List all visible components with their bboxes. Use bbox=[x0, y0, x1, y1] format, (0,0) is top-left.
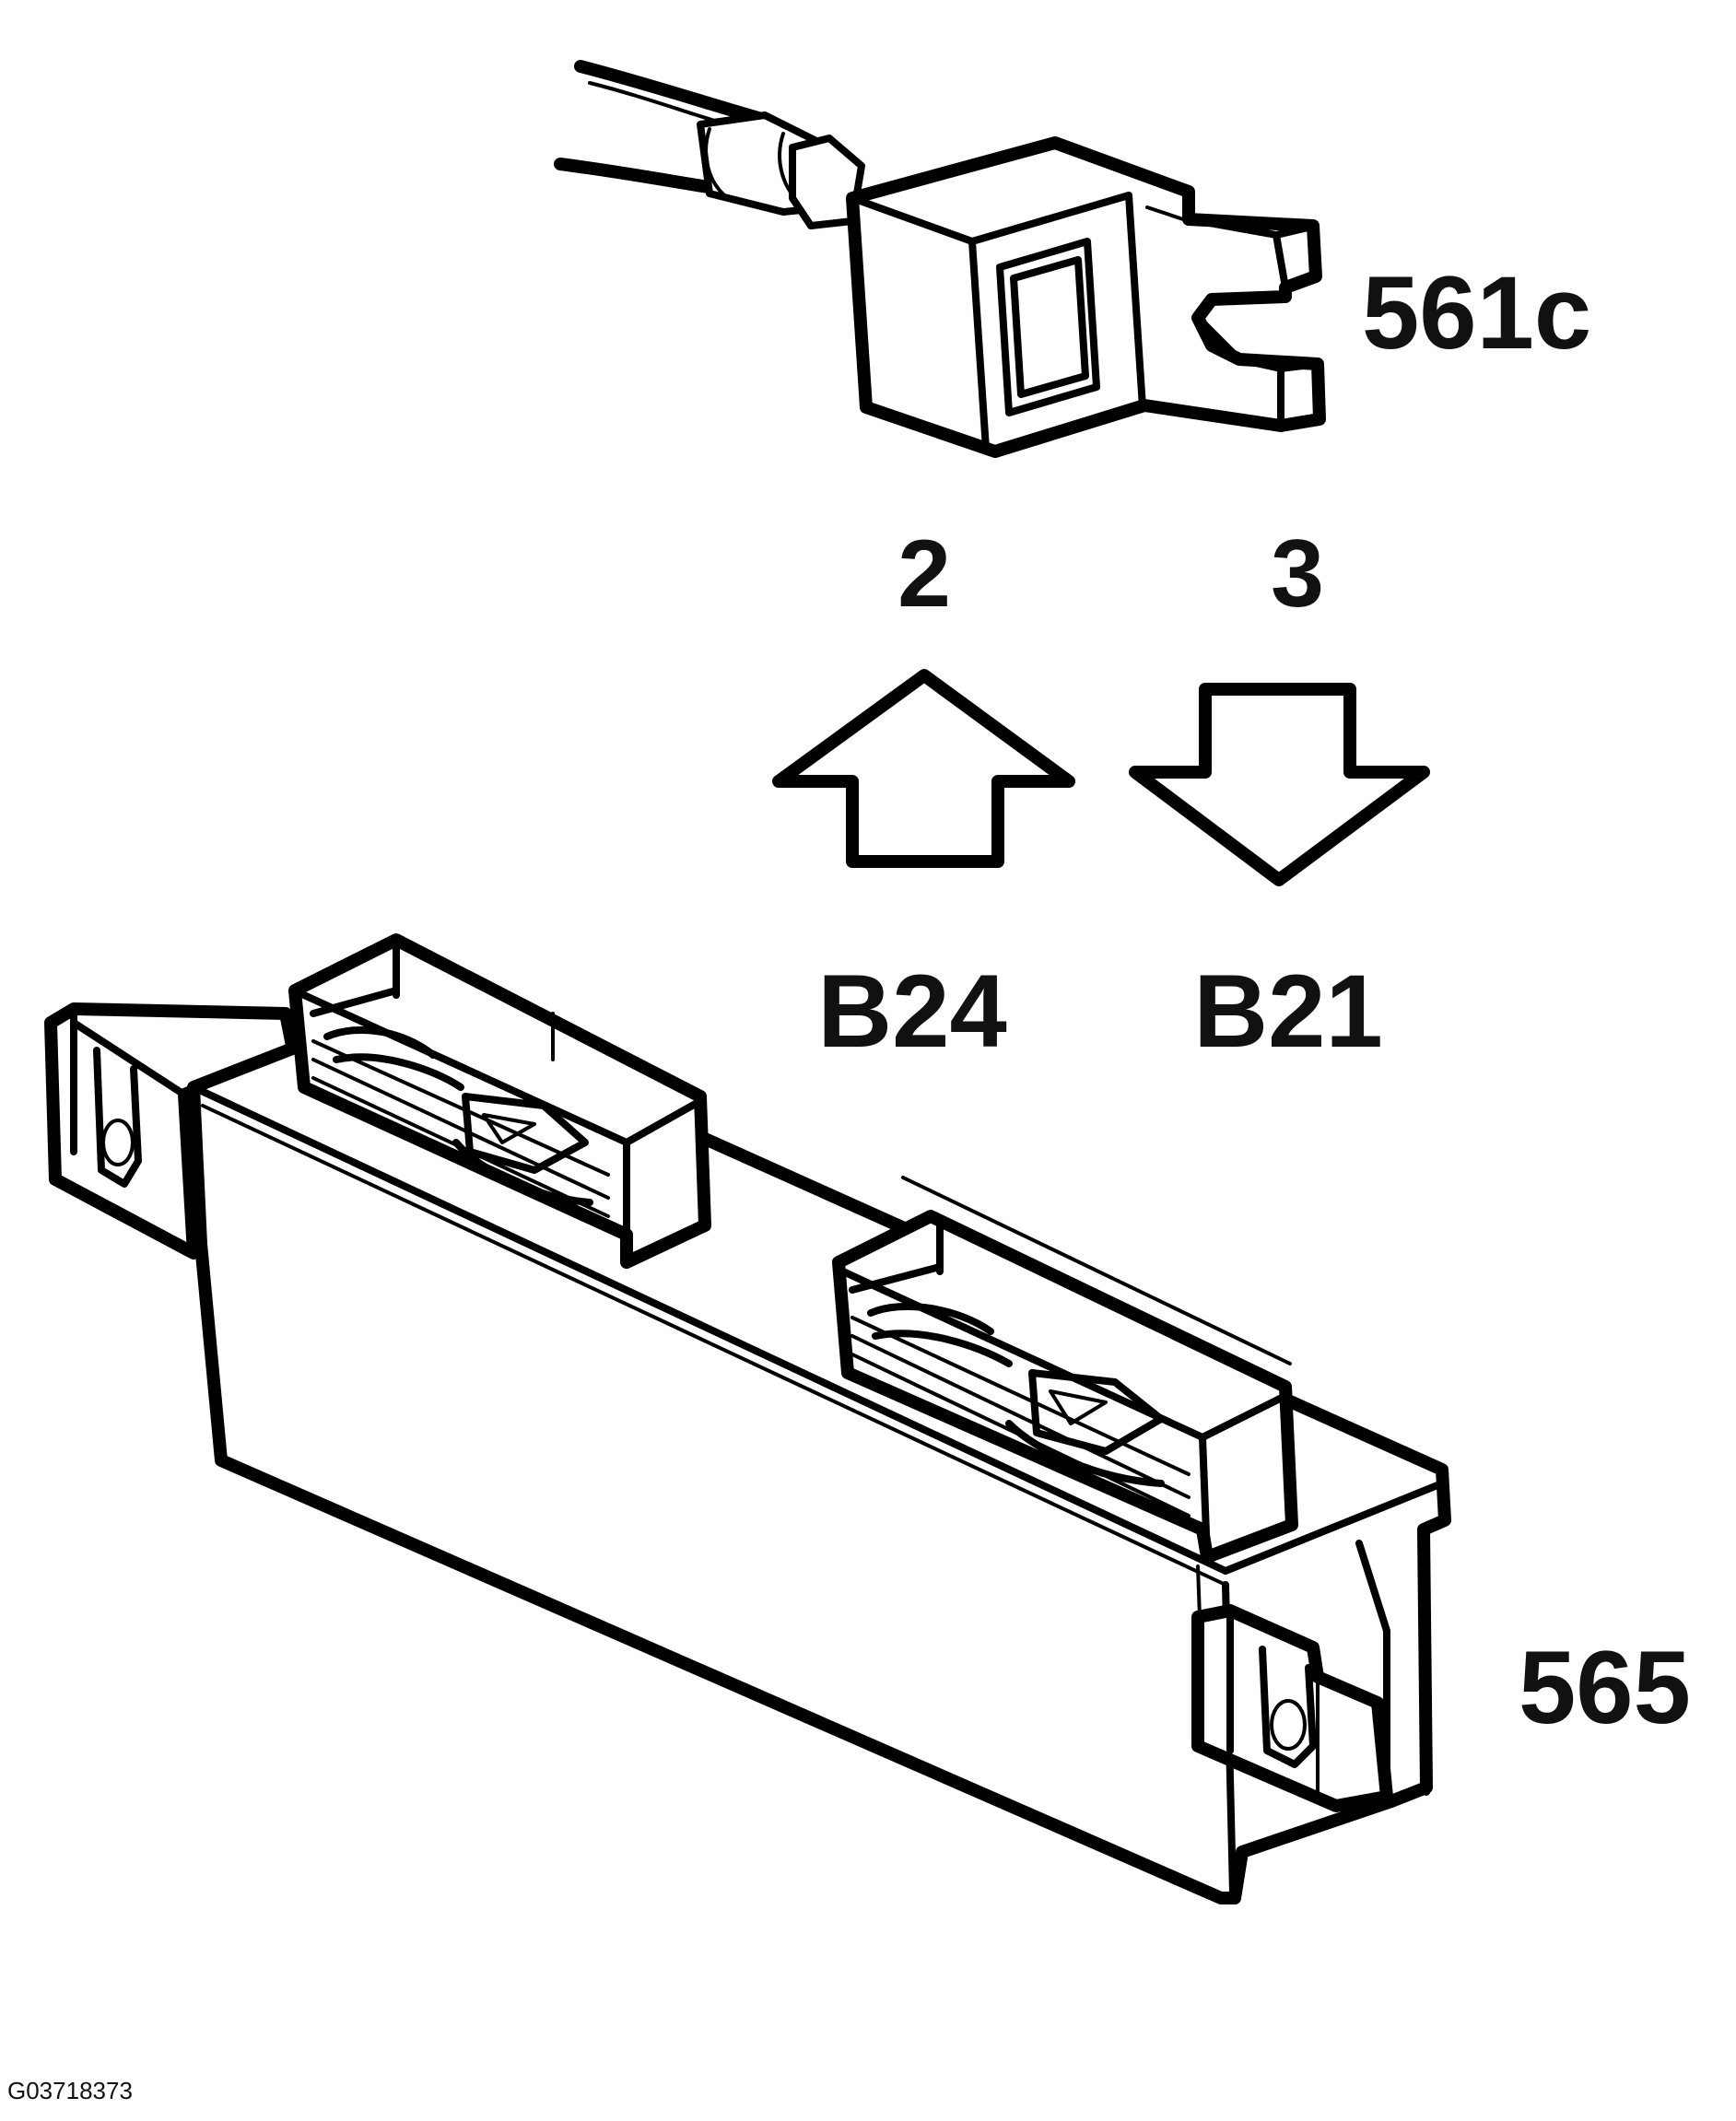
pin-3-number: 3 bbox=[1271, 521, 1324, 627]
figure-id: G03718373 bbox=[7, 2077, 133, 2104]
up-arrow-icon bbox=[772, 669, 1075, 868]
module-label: 565 bbox=[1519, 1630, 1691, 1745]
connector-561c-drawing bbox=[554, 60, 1326, 458]
module-565-drawing bbox=[44, 933, 1451, 1904]
down-arrow-icon bbox=[1129, 683, 1430, 886]
terminal-b24-label: B24 bbox=[817, 954, 1006, 1069]
pin-2-number: 2 bbox=[897, 521, 951, 627]
terminal-b21-label: B21 bbox=[1193, 954, 1382, 1069]
connector-label: 561c bbox=[1362, 255, 1591, 370]
